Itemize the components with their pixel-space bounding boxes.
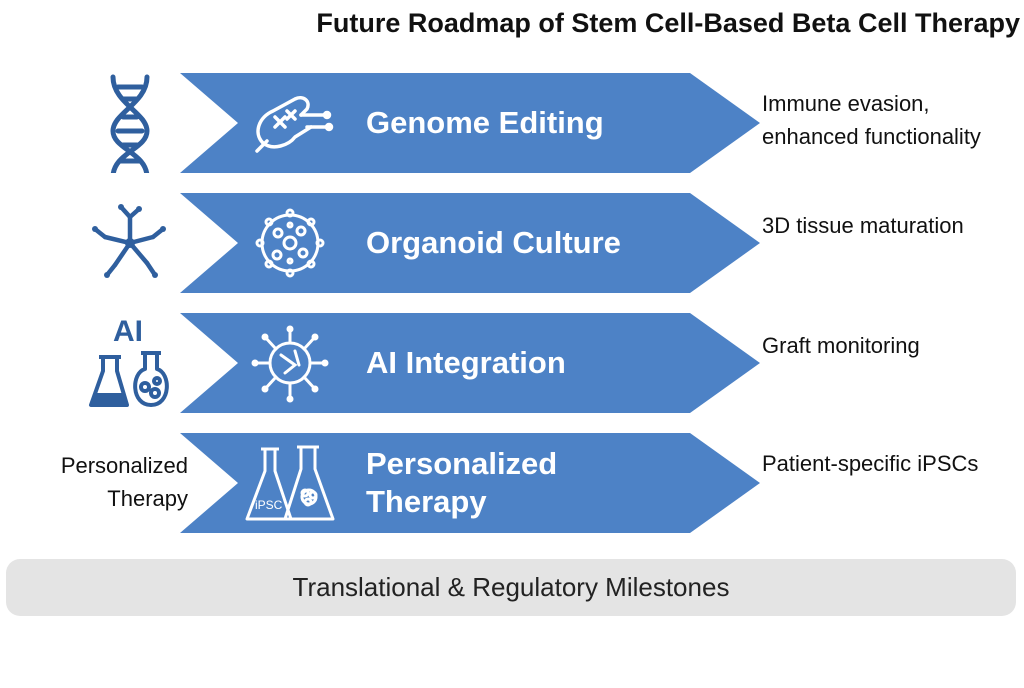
roadmap-step-genome-editing: Genome Editing Immune evasion, enhanced … xyxy=(0,73,1024,173)
roadmap-arrow xyxy=(180,433,760,533)
dna-icon xyxy=(85,73,175,173)
step-outcome: Immune evasion, enhanced functionality xyxy=(762,91,981,149)
diagram-title: Future Roadmap of Stem Cell-Based Beta C… xyxy=(316,8,1020,38)
roadmap-step-personalized-therapy: Personalized Therapy iPSC Personalized T… xyxy=(0,433,1024,533)
ai-flask-icon: AI xyxy=(85,313,175,413)
left-label: Personalized Therapy xyxy=(60,453,188,511)
ai-icon-text: AI xyxy=(113,315,143,348)
milestones-bar: Translational & Regulatory Milestones xyxy=(6,559,1016,616)
roadmap-arrow xyxy=(180,73,760,173)
roadmap-step-organoid-culture: Organoid Culture 3D tissue maturation xyxy=(0,193,1024,293)
organoid-icon xyxy=(245,201,335,285)
step-label: Organoid Culture xyxy=(366,225,621,260)
roadmap-arrow xyxy=(180,313,760,413)
roadmap-step-ai-integration: AI xyxy=(0,313,1024,413)
genome-edit-icon xyxy=(245,81,335,165)
ipsc-flask-icon: iPSC xyxy=(245,441,335,525)
neural-network-icon xyxy=(245,321,335,405)
step-outcome: Patient-specific iPSCs xyxy=(762,451,979,476)
step-label: AI Integration xyxy=(366,345,566,380)
roadmap-arrow xyxy=(180,193,760,293)
milestones-label: Translational & Regulatory Milestones xyxy=(292,572,730,602)
ipsc-icon-text: iPSC xyxy=(255,498,283,512)
step-outcome: Graft monitoring xyxy=(762,333,920,358)
step-label: Personalized Therapy xyxy=(366,446,558,519)
step-outcome: 3D tissue maturation xyxy=(762,213,964,238)
step-label: Genome Editing xyxy=(366,105,604,140)
cell-network-icon xyxy=(85,193,175,293)
